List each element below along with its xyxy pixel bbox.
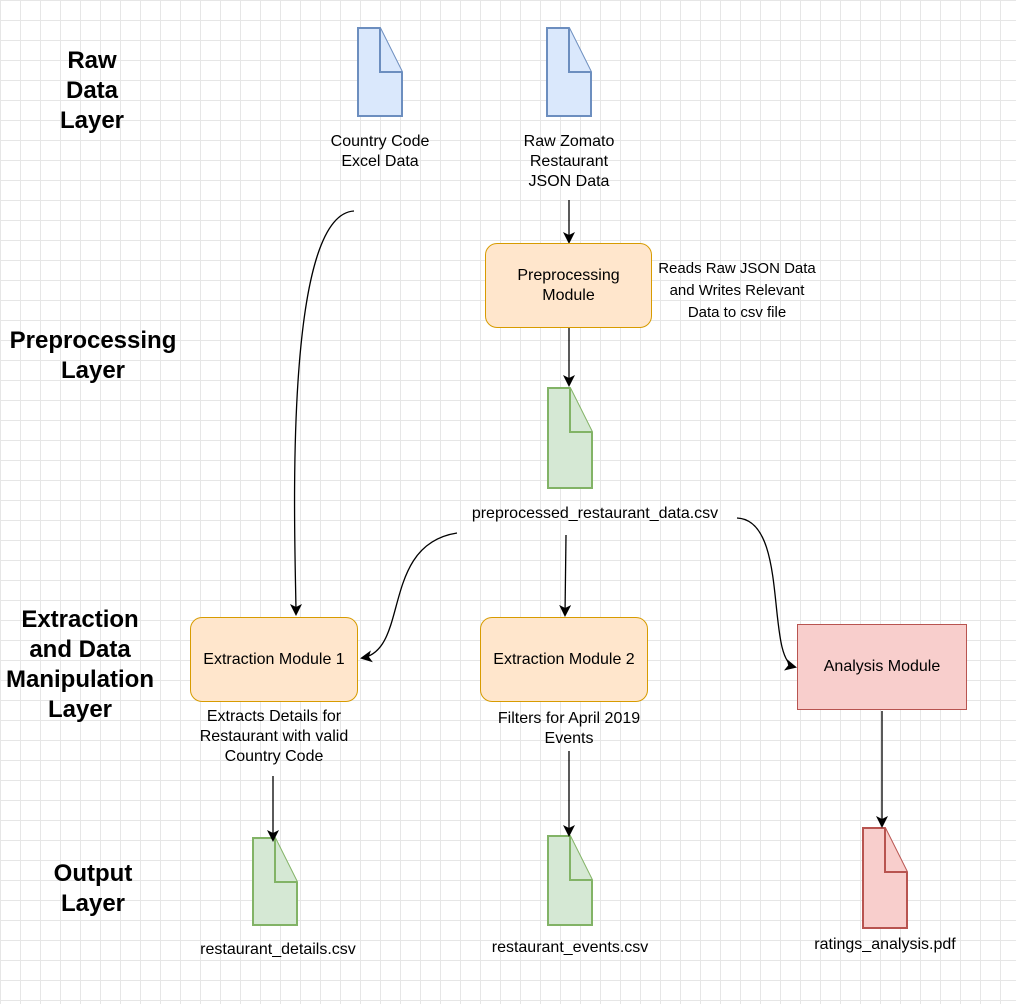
- layer-title-extraction: Extraction and Data Manipulation Layer: [6, 606, 154, 723]
- file-label-raw-zomato: Raw Zomato Restaurant JSON Data: [523, 133, 615, 190]
- file-icon-raw-zomato: [546, 27, 592, 117]
- file-label-preprocessed: preprocessed_restaurant_data.csv: [471, 505, 719, 522]
- note-preprocessing: Reads Raw JSON Data and Writes Relevant …: [658, 260, 816, 321]
- layer-title-preprocessing: Preprocessing Layer: [9, 327, 177, 384]
- extraction-module-1: Extraction Module 1: [190, 617, 358, 702]
- layer-title-output: Output Layer: [53, 860, 133, 917]
- edge-csv-to-extraction1: [360, 532, 458, 663]
- edge-csv-to-extraction2: [559, 534, 572, 617]
- file-label-ratings-analysis: ratings_analysis.pdf: [814, 936, 956, 953]
- extraction-module-2: Extraction Module 2: [480, 617, 648, 702]
- layer-title-raw-data: Raw Data Layer: [59, 47, 125, 134]
- note-extraction1: Extracts Details for Restaurant with val…: [199, 708, 349, 765]
- file-label-restaurant-details: restaurant_details.csv: [200, 941, 356, 958]
- preprocessing-module: Preprocessing Module: [485, 243, 652, 328]
- file-icon-ratings-analysis: [862, 827, 908, 929]
- file-label-restaurant-events: restaurant_events.csv: [491, 939, 649, 956]
- analysis-module: Analysis Module: [797, 624, 967, 710]
- file-icon-country-code: [357, 27, 403, 117]
- file-icon-preprocessed: [547, 387, 593, 489]
- note-extraction2: Filters for April 2019 Events: [497, 710, 641, 747]
- file-icon-restaurant-details: [252, 837, 298, 926]
- edge-csv-to-analysis: [736, 517, 797, 671]
- edge-country-to-extraction1: [289, 210, 355, 616]
- file-icon-restaurant-events: [547, 835, 593, 926]
- file-label-country-code: Country Code Excel Data: [330, 133, 430, 170]
